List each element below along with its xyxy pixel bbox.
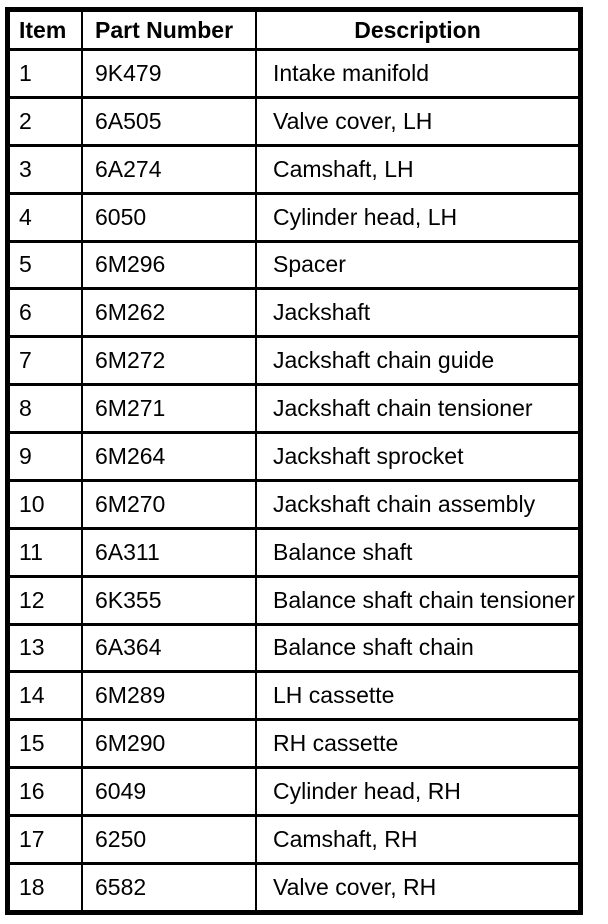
table-header: Item Part Number Description xyxy=(6,8,582,51)
description-cell: Cylinder head, LH xyxy=(255,191,582,243)
part-number-cell: 6M271 xyxy=(81,383,257,434)
column-header-description: Description xyxy=(255,8,582,51)
description-cell: Balance shaft chain xyxy=(255,622,582,674)
description-cell: RH cassette xyxy=(255,718,582,770)
part-number-cell: 6A364 xyxy=(81,622,257,674)
description-cell: LH cassette xyxy=(255,670,582,722)
item-cell: 14 xyxy=(6,670,83,722)
description-cell: Jackshaft chain guide xyxy=(255,335,582,387)
item-cell: 18 xyxy=(6,861,83,915)
description-cell: Valve cover, LH xyxy=(255,95,582,147)
part-number-cell: 6A274 xyxy=(81,143,257,195)
item-cell: 7 xyxy=(6,335,83,387)
part-number-cell: 6582 xyxy=(81,861,257,915)
part-number-cell: 6M296 xyxy=(81,239,257,291)
item-cell: 9 xyxy=(6,431,83,482)
description-cell: Jackshaft chain assembly xyxy=(255,478,582,530)
item-cell: 17 xyxy=(6,814,83,865)
item-cell: 8 xyxy=(6,383,83,434)
item-cell: 15 xyxy=(6,718,83,770)
item-cell: 2 xyxy=(6,95,83,147)
description-cell: Camshaft, LH xyxy=(255,143,582,195)
column-header-item: Item xyxy=(6,8,83,51)
part-number-cell: 9K479 xyxy=(81,48,257,99)
part-number-cell: 6M290 xyxy=(81,718,257,770)
description-cell: Spacer xyxy=(255,239,582,291)
part-number-cell: 6M272 xyxy=(81,335,257,387)
item-cell: 16 xyxy=(6,766,83,817)
part-number-cell: 6M270 xyxy=(81,478,257,530)
part-number-cell: 6M289 xyxy=(81,670,257,722)
part-number-cell: 6M262 xyxy=(81,287,257,339)
item-cell: 1 xyxy=(6,48,83,99)
description-cell: Jackshaft sprocket xyxy=(255,431,582,482)
header-row: Item Part Number Description xyxy=(6,8,582,51)
item-cell: 13 xyxy=(6,622,83,674)
description-cell: Cylinder head, RH xyxy=(255,766,582,817)
description-cell: Jackshaft xyxy=(255,287,582,339)
part-number-cell: 6M264 xyxy=(81,431,257,482)
item-cell: 3 xyxy=(6,143,83,195)
item-cell: 12 xyxy=(6,574,83,626)
item-cell: 6 xyxy=(6,287,83,339)
part-number-cell: 6A505 xyxy=(81,95,257,147)
item-cell: 4 xyxy=(6,191,83,243)
description-cell: Balance shaft chain tensioner xyxy=(255,574,582,626)
description-cell: Jackshaft chain tensioner xyxy=(255,383,582,434)
part-number-cell: 6K355 xyxy=(81,574,257,626)
part-number-cell: 6050 xyxy=(81,191,257,243)
part-number-cell: 6250 xyxy=(81,814,257,865)
description-cell: Balance shaft xyxy=(255,526,582,578)
item-cell: 10 xyxy=(6,478,83,530)
description-cell: Intake manifold xyxy=(255,48,582,99)
part-number-cell: 6A311 xyxy=(81,526,257,578)
description-cell: Camshaft, RH xyxy=(255,814,582,865)
description-cell: Valve cover, RH xyxy=(255,861,582,915)
item-cell: 5 xyxy=(6,239,83,291)
item-cell: 11 xyxy=(6,526,83,578)
part-number-cell: 6049 xyxy=(81,766,257,817)
column-header-part-number: Part Number xyxy=(81,8,257,51)
